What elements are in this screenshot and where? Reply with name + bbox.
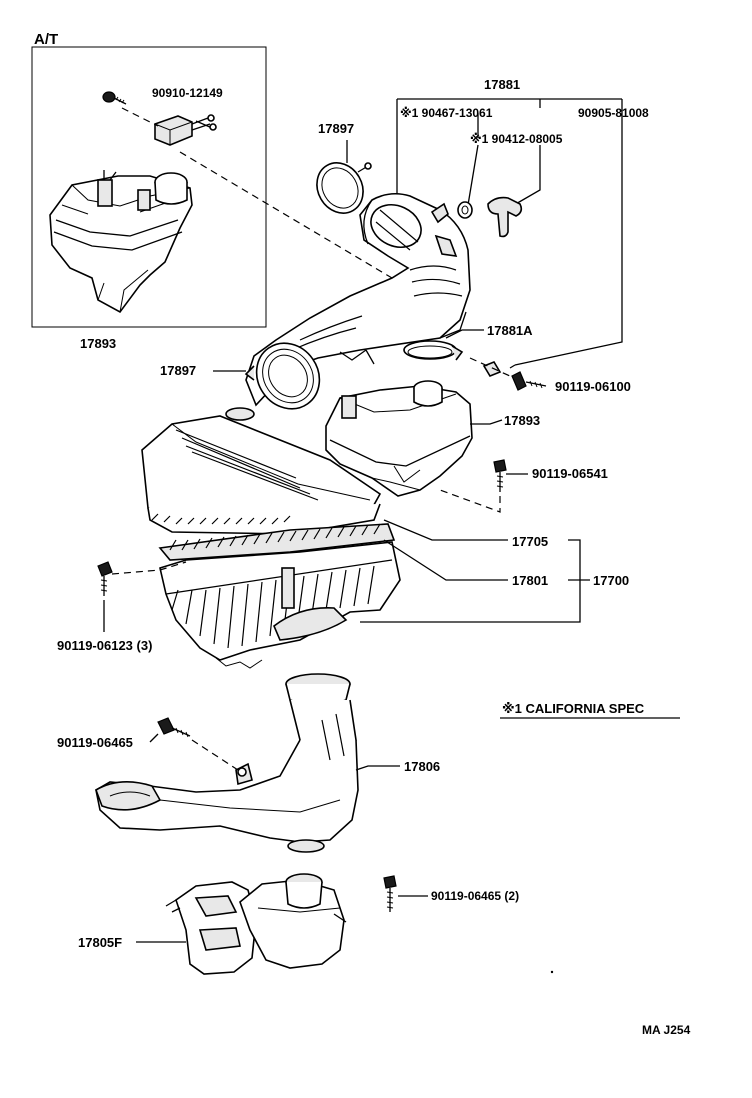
label-90119-06465-b: 90119-06465 (2) bbox=[431, 889, 519, 903]
inset-tank-label: 17893 bbox=[80, 336, 116, 351]
label-90119-06100: 90119-06100 bbox=[555, 379, 631, 394]
inset-at-group: A/T 90910-12149 17893 bbox=[31, 31, 393, 351]
label-90119-06465-a: 90119-06465 bbox=[57, 735, 133, 750]
label-90467: ※1 90467-13061 bbox=[400, 106, 493, 120]
bolt-90119-06465-b bbox=[383, 875, 397, 912]
intake-hose-assy bbox=[244, 162, 523, 410]
label-17893: 17893 bbox=[504, 413, 540, 428]
bolt-90119-06465-a bbox=[157, 717, 239, 771]
inlet-duct-17806 bbox=[95, 673, 359, 853]
bracket-17805F bbox=[165, 873, 347, 975]
inset-valve bbox=[154, 114, 217, 146]
bolt-90119-06100 bbox=[469, 357, 547, 391]
bolt-90119-06541 bbox=[439, 459, 507, 513]
label-90412: ※1 90412-08005 bbox=[470, 132, 563, 146]
air-cleaner-17700 bbox=[141, 407, 401, 669]
label-17801: 17801 bbox=[512, 573, 548, 588]
label-90905: 90905-81008 bbox=[578, 106, 649, 120]
inset-resonator bbox=[49, 170, 193, 314]
inset-bolt-label: 90910-12149 bbox=[152, 86, 223, 100]
label-17805F: 17805F bbox=[78, 935, 122, 950]
label-california-spec: ※1 CALIFORNIA SPEC bbox=[502, 701, 645, 716]
label-17897-left: 17897 bbox=[160, 363, 196, 378]
label-17881-header: 17881 bbox=[484, 77, 520, 92]
inset-title: A/T bbox=[34, 31, 58, 48]
label-90119-06541: 90119-06541 bbox=[532, 466, 608, 481]
label-ref-code: MA J254 bbox=[642, 1023, 691, 1037]
label-17881A: 17881A bbox=[487, 323, 533, 338]
label-90119-06123: 90119-06123 (3) bbox=[57, 638, 152, 653]
label-17700: 17700 bbox=[593, 573, 629, 588]
group-17881: 17881 ※1 90467-13061 90905-81008 ※1 9041… bbox=[396, 77, 649, 369]
label-17806: 17806 bbox=[404, 759, 440, 774]
inset-leader-dash bbox=[179, 151, 393, 279]
label-17897-top: 17897 bbox=[318, 121, 354, 136]
label-17705: 17705 bbox=[512, 534, 548, 549]
inset-frame bbox=[31, 46, 267, 328]
inset-bolt bbox=[102, 91, 127, 105]
resonator-17893 bbox=[325, 380, 473, 497]
bolt-90119-06123 bbox=[97, 561, 187, 596]
